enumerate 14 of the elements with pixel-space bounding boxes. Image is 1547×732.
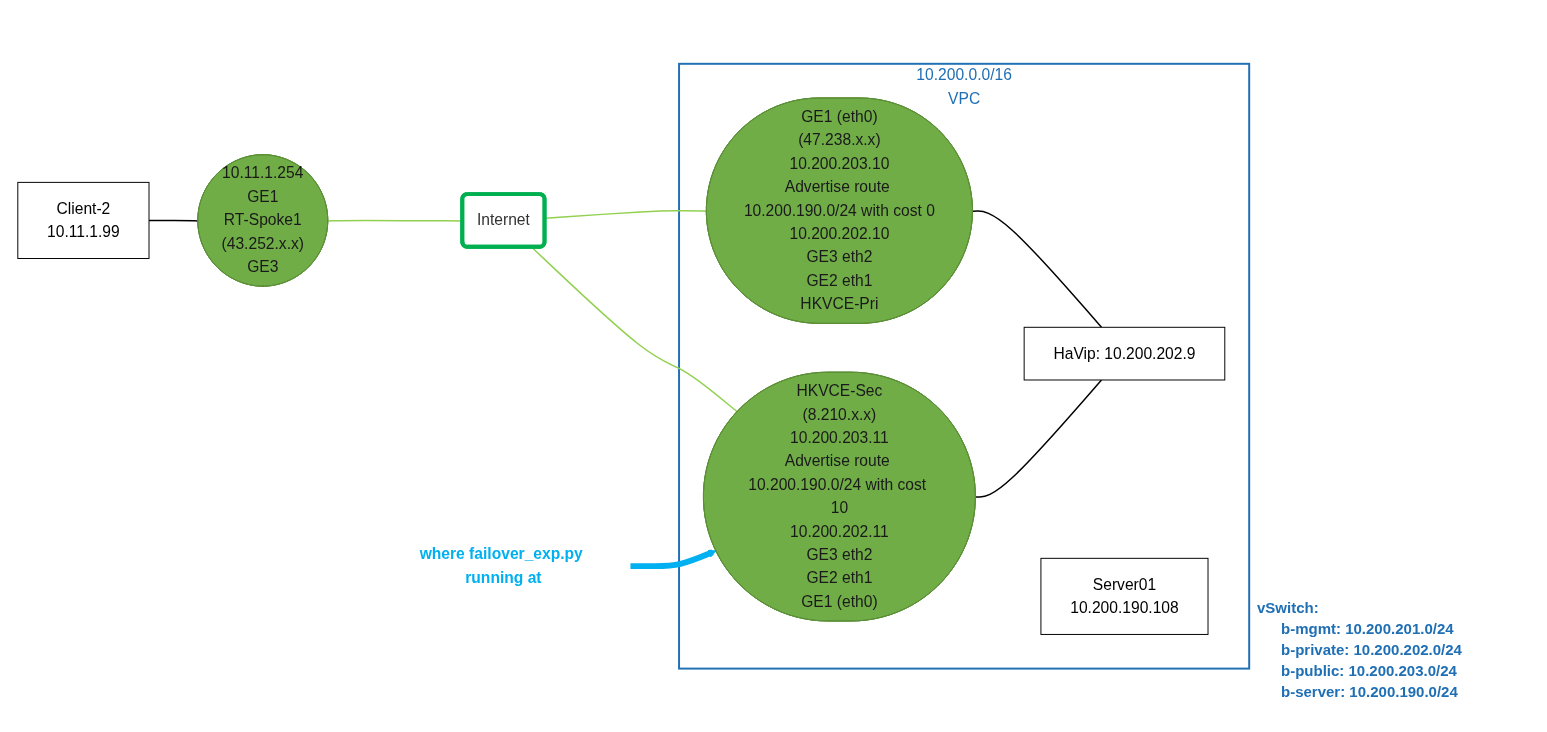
list-item: b-server: 10.200.190.0/24 [1280, 683, 1459, 700]
connector [148, 219, 199, 222]
arrow [630, 549, 717, 569]
connector [972, 210, 1103, 328]
connector [975, 379, 1103, 498]
node-box: Server01 10.200.190.108 [1040, 557, 1209, 635]
list-item: b-public: 10.200.203.0/24 [1280, 662, 1458, 679]
node-text: where failover_exp.py running at [419, 545, 583, 586]
node-box: HaVip: 10.200.202.9 [1023, 326, 1226, 381]
list-item: b-mgmt: 10.200.201.0/24 [1280, 620, 1455, 637]
list-heading: vSwitch: [1257, 599, 1320, 616]
list-item: b-private: 10.200.202.0/24 [1280, 641, 1463, 658]
node-box: Client-2 10.11.1.99 [17, 181, 150, 259]
connector [531, 246, 739, 413]
